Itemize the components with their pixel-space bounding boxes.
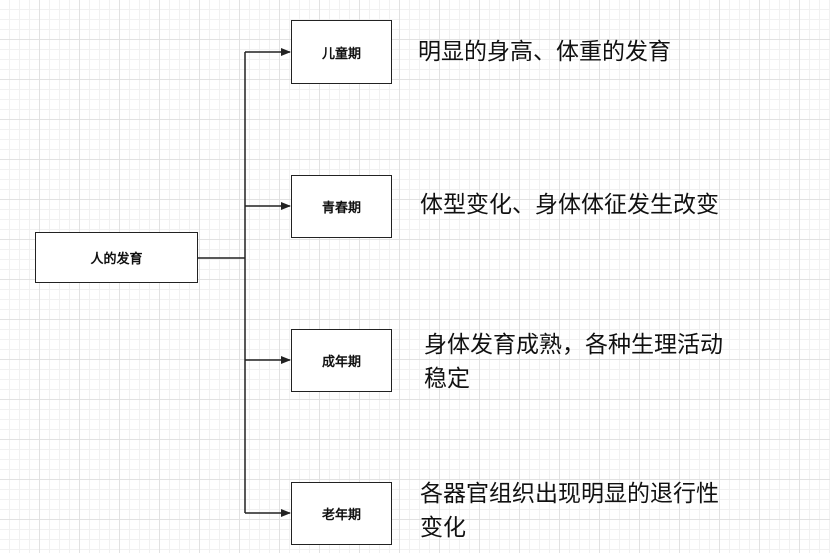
stage-label-adulthood: 成年期 bbox=[321, 355, 361, 370]
stage-label-puberty: 青春期 bbox=[321, 201, 361, 216]
stage-description-childhood: 明显的身高、体重的发育 bbox=[418, 39, 671, 65]
stage-node-puberty[interactable]: 青春期 bbox=[291, 175, 392, 238]
stage-label-old-age: 老年期 bbox=[321, 508, 361, 523]
stage-node-old-age[interactable]: 老年期 bbox=[291, 482, 392, 545]
stage-node-childhood[interactable]: 儿童期 bbox=[291, 20, 392, 84]
root-node[interactable]: 人的发育 bbox=[35, 232, 198, 283]
stage-label-childhood: 儿童期 bbox=[321, 46, 361, 62]
root-node-label: 人的发育 bbox=[90, 252, 143, 267]
stage-description-puberty: 体型变化、身体体征发生改变 bbox=[420, 192, 719, 218]
stage-description-old-age: 各器官组织出现明显的退行性 变化 bbox=[420, 481, 719, 541]
stage-description-adulthood: 身体发育成熟，各种生理活动 稳定 bbox=[424, 332, 723, 392]
stage-node-adulthood[interactable]: 成年期 bbox=[291, 329, 392, 392]
